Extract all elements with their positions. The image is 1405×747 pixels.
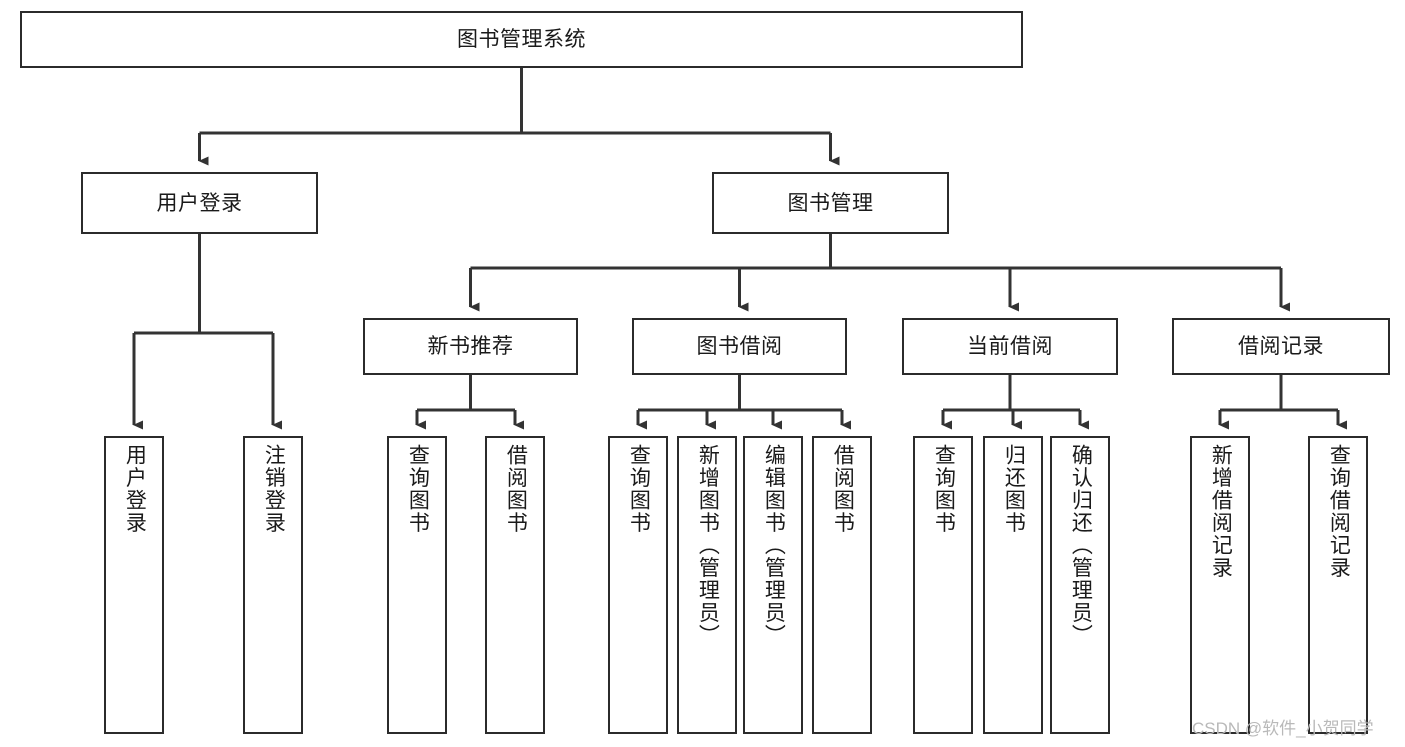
node-label-leaf_rec_borrow: 借阅图书 (504, 444, 528, 534)
node-label-leaf_bb_edit: 编辑图书（管理员） (762, 444, 786, 647)
node-label-book_borrow: 图书借阅 (696, 335, 783, 358)
node-label-leaf_cb_query: 查询图书 (932, 444, 956, 534)
node-leaf_user_login[interactable]: 用户登录 (104, 436, 164, 734)
node-label-leaf_user_logout: 注销登录 (262, 444, 286, 534)
node-label-leaf_rec_query: 查询图书 (406, 444, 430, 534)
node-new_book_rec[interactable]: 新书推荐 (363, 318, 578, 375)
node-leaf_cb_confirm[interactable]: 确认归还（管理员） (1050, 436, 1110, 734)
node-leaf_cb_query[interactable]: 查询图书 (913, 436, 973, 734)
node-leaf_rec_borrow[interactable]: 借阅图书 (485, 436, 545, 734)
node-label-leaf_cb_return: 归还图书 (1002, 444, 1026, 534)
node-label-leaf_br_add: 新增借阅记录 (1209, 444, 1233, 579)
node-label-leaf_user_login: 用户登录 (123, 444, 147, 534)
node-label-borrow_record: 借阅记录 (1238, 335, 1324, 358)
node-label-new_book_rec: 新书推荐 (427, 335, 514, 358)
node-current_borrow[interactable]: 当前借阅 (902, 318, 1118, 375)
node-leaf_bb_add[interactable]: 新增图书（管理员） (677, 436, 737, 734)
node-leaf_br_add[interactable]: 新增借阅记录 (1190, 436, 1250, 734)
node-leaf_bb_edit[interactable]: 编辑图书（管理员） (743, 436, 803, 734)
node-leaf_rec_query[interactable]: 查询图书 (387, 436, 447, 734)
node-borrow_record[interactable]: 借阅记录 (1172, 318, 1390, 375)
node-leaf_user_logout[interactable]: 注销登录 (243, 436, 303, 734)
node-book_manage[interactable]: 图书管理 (712, 172, 949, 234)
node-label-leaf_bb_add: 新增图书（管理员） (696, 444, 720, 647)
node-label-leaf_bb_borrow: 借阅图书 (831, 444, 855, 534)
node-leaf_bb_query[interactable]: 查询图书 (608, 436, 668, 734)
node-label-current_borrow: 当前借阅 (967, 335, 1053, 358)
node-label-leaf_br_query: 查询借阅记录 (1327, 444, 1351, 579)
node-label-leaf_cb_confirm: 确认归还（管理员） (1069, 444, 1093, 647)
node-leaf_bb_borrow[interactable]: 借阅图书 (812, 436, 872, 734)
node-label-leaf_bb_query: 查询图书 (627, 444, 651, 534)
csdn-watermark: CSDN @软件_小贺同学 (1192, 719, 1374, 738)
node-leaf_cb_return[interactable]: 归还图书 (983, 436, 1043, 734)
node-user_login[interactable]: 用户登录 (81, 172, 318, 234)
node-root[interactable]: 图书管理系统 (20, 11, 1023, 68)
node-book_borrow[interactable]: 图书借阅 (632, 318, 847, 375)
node-label-root: 图书管理系统 (457, 28, 586, 51)
node-label-user_login: 用户登录 (156, 191, 243, 215)
node-leaf_br_query[interactable]: 查询借阅记录 (1308, 436, 1368, 734)
node-label-book_manage: 图书管理 (787, 191, 874, 215)
